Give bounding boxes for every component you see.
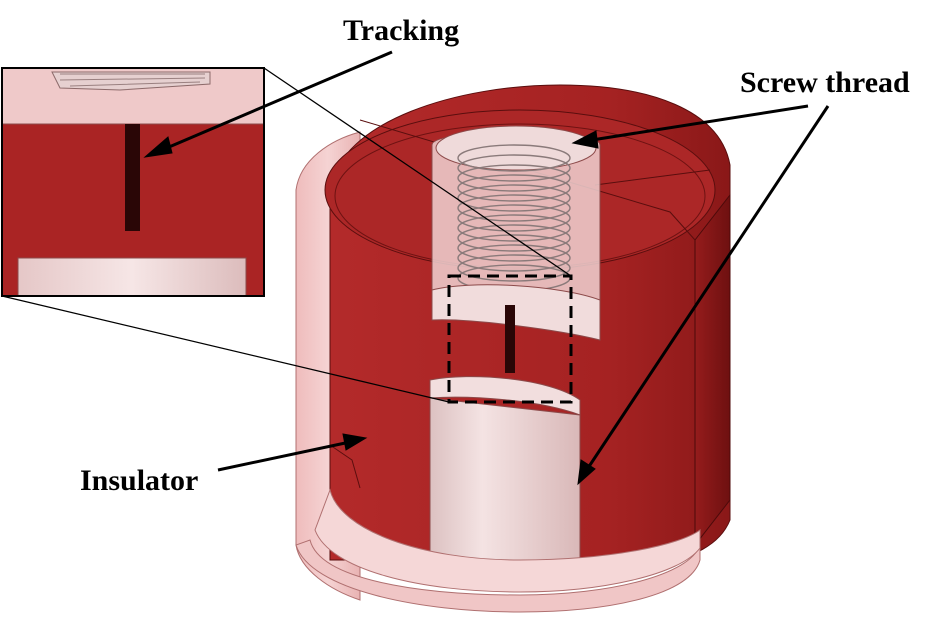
lower-electrode [429,397,581,572]
zoom-region-box [447,274,573,404]
inset-frame [1,67,265,297]
inset-leader-top [263,67,572,277]
screw-thread-coils [457,144,571,292]
insulator-right-face [694,193,731,547]
tracking-label: Tracking [343,14,459,47]
screw-arrowhead-1 [571,130,599,149]
base-notch [329,444,361,489]
screw-thread-label: Screw thread [740,66,910,99]
tracking-arrowhead [143,136,173,158]
tracking-arrow-shaft [161,50,393,152]
insulator-arrowhead [342,433,368,451]
screw-arrowhead-2 [577,459,596,486]
base-floor [314,488,701,593]
base-ring [295,539,701,613]
annotation-arrows [143,50,830,486]
insulator-label: Insulator [80,464,198,497]
zoom-inset [1,67,265,297]
insulator-arrow-shaft [217,440,351,472]
tracking-channel [505,305,515,373]
inset-thread-detail [59,73,206,87]
inset-leader-bottom [1,295,450,403]
inset-lower-electrode [17,257,247,296]
cylinder-model [295,84,731,613]
top-cut-edge-2 [594,169,711,186]
upper-electrode-face [431,284,601,341]
inset-tracking-channel [125,124,140,231]
bore-opening [435,125,597,171]
screw-arrow-shaft-2 [586,105,830,469]
screw-arrow-shaft-1 [591,104,809,142]
